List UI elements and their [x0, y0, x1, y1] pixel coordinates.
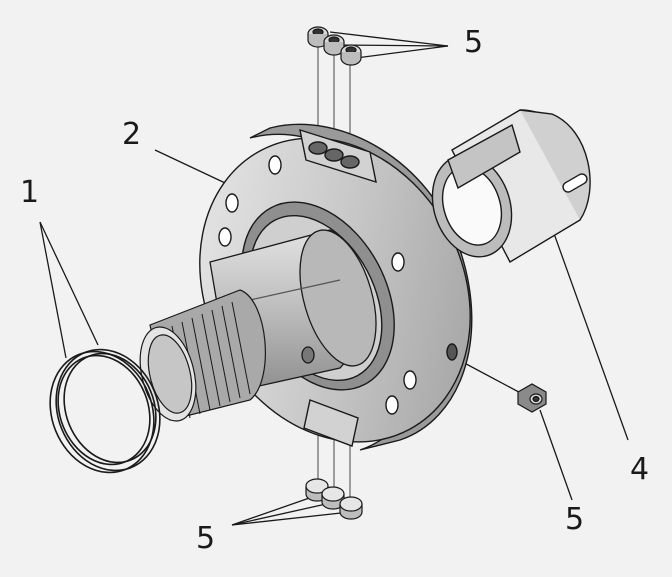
- callout-4-label: 4: [630, 452, 650, 487]
- cam-sleeve: [431, 109, 591, 263]
- leader-5-top-c: [355, 45, 449, 59]
- nut-right: [517, 383, 547, 413]
- callout-5-top-label: 5: [464, 25, 484, 60]
- leader-5-right: [539, 409, 573, 501]
- bushing-top-2: [323, 34, 345, 56]
- bushing-top-3: [340, 44, 362, 66]
- leader-5-top-a: [329, 31, 449, 47]
- leader-5-bottom-a: [231, 494, 319, 526]
- leader-5-bottom-b: [231, 501, 336, 526]
- bushing-bottom-3: [339, 496, 363, 520]
- leader-4: [551, 227, 629, 441]
- leader-1b: [39, 221, 67, 359]
- snap-ring: [49, 348, 161, 474]
- callout-1-label: 1: [20, 175, 40, 210]
- leader-5-bottom-c: [231, 511, 351, 526]
- callout-5-bottom-label: 5: [196, 521, 216, 556]
- callout-5-right-label: 5: [565, 502, 585, 537]
- leader-1a: [39, 221, 99, 346]
- leader-lines: [39, 31, 629, 526]
- bushing-set-bottom: [305, 478, 363, 520]
- spline-sleeve: [139, 289, 266, 422]
- bushing-top-1: [307, 26, 329, 48]
- leader-5-right-b: [454, 357, 531, 399]
- callout-2-label: 2: [122, 117, 142, 152]
- bushing-set-top: [307, 26, 362, 66]
